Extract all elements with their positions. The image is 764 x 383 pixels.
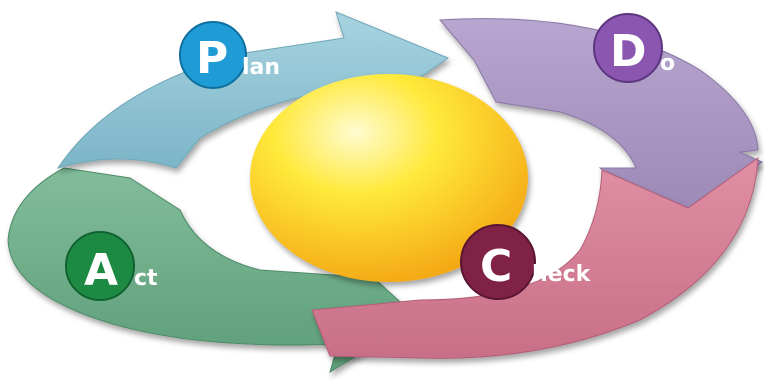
plan-initial: P	[196, 33, 228, 84]
do-initial: D	[610, 26, 647, 77]
plan-rest: lan	[242, 55, 280, 80]
act-rest: ct	[134, 266, 158, 291]
act-initial: A	[84, 245, 118, 296]
do-rest: o	[660, 51, 675, 76]
check-initial: C	[480, 241, 512, 292]
do-label: D o	[594, 14, 675, 82]
plan-label: P lan	[180, 22, 280, 88]
check-rest: heck	[532, 262, 592, 287]
